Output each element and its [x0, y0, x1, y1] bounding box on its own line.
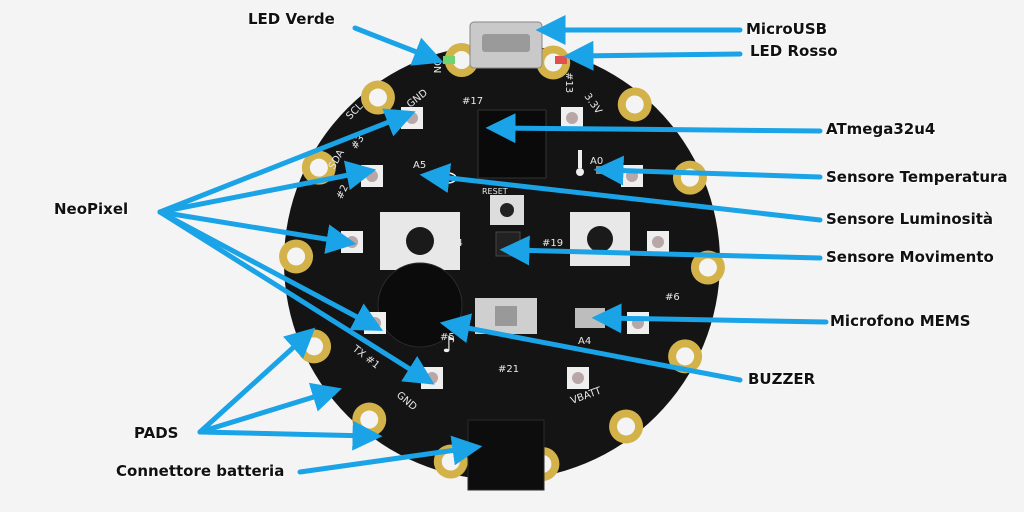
label-sensore-luminosita: Sensore Luminosità [826, 210, 994, 228]
label-sensore-movimento: Sensore Movimento [826, 248, 994, 266]
label-led-verde: LED Verde [248, 10, 335, 28]
arrow-atmega [485, 113, 823, 144]
silk-a5: A5 [413, 160, 426, 171]
pad-hole [452, 51, 471, 70]
neopixel-lens [652, 236, 664, 248]
thermometer-icon [576, 150, 584, 176]
arrow-neopixel-1 [157, 108, 416, 215]
neopixel-lens [366, 170, 378, 182]
pad-hole [676, 347, 695, 366]
arrow-neopixel-3 [157, 209, 357, 254]
silk-pin17: #17 [462, 96, 483, 107]
arrow-neopixel-2 [157, 160, 377, 215]
neopixel-lens [426, 372, 438, 384]
neopixel-lens [346, 236, 358, 248]
right-button [587, 226, 613, 252]
arrow-luminosita [419, 163, 823, 223]
neopixel-lens [572, 372, 584, 384]
label-sensore-temperatura: Sensore Temperatura [826, 168, 1008, 186]
label-microusb: MicroUSB [746, 20, 828, 38]
arrow-neopixel-4 [157, 209, 384, 331]
pad-hole [441, 452, 460, 471]
pad-hole [368, 88, 387, 107]
arrow-neopixel-5 [157, 209, 435, 385]
label-microfono: Microfono MEMS [830, 312, 971, 330]
battery-connector [467, 419, 545, 491]
slide-switch-knob [495, 306, 517, 326]
arrow-pads-2 [197, 382, 342, 435]
pad-hole [309, 158, 328, 177]
silk-pin13: #13 [563, 72, 574, 93]
silk-a0: A0 [590, 156, 603, 167]
green-led [443, 56, 455, 64]
pad-hole [305, 337, 324, 356]
arrow-batteria [297, 435, 483, 475]
atmega-chip [477, 109, 547, 179]
arrow-buzzer [439, 313, 743, 383]
label-led-rosso: LED Rosso [750, 42, 838, 60]
label-atmega: ATmega32u4 [826, 120, 936, 138]
reset-button [500, 203, 514, 217]
arrow-led-verde [352, 25, 444, 66]
silk-pin19: #19 [542, 238, 563, 249]
arrow-microfono [591, 303, 829, 334]
arrow-pads-1 [197, 327, 316, 435]
silk-on: ON [431, 58, 442, 73]
pad-hole [287, 247, 306, 266]
music-note-icon: ♪ [442, 333, 456, 358]
neopixel-lens [406, 112, 418, 124]
silk-a4: A4 [578, 336, 591, 347]
arrow-temperatura [593, 155, 823, 186]
silk-pin21: #21 [498, 364, 519, 375]
left-button [406, 227, 434, 255]
microusb-port [482, 34, 530, 52]
label-connettore-batteria: Connettore batteria [116, 462, 285, 480]
silk-pin6: #6 [665, 292, 680, 303]
red-led [555, 56, 567, 64]
neopixel-lens [566, 112, 578, 124]
mems-microphone [575, 308, 605, 328]
arrow-led-rosso [563, 40, 743, 71]
silk-reset: RESET [482, 187, 508, 196]
label-neopixel: NeoPixel [54, 200, 129, 218]
pad-hole [360, 410, 379, 429]
silk-pin4: #4 [448, 238, 463, 249]
pad-hole [617, 417, 636, 436]
arrow-pads-3 [197, 420, 383, 451]
label-buzzer: BUZZER [748, 370, 816, 388]
pad-hole [698, 258, 717, 277]
arrow-movimento [499, 235, 823, 266]
annotation-arrows [157, 15, 829, 475]
pad-hole [625, 95, 644, 114]
label-pads: PADS [134, 424, 179, 442]
